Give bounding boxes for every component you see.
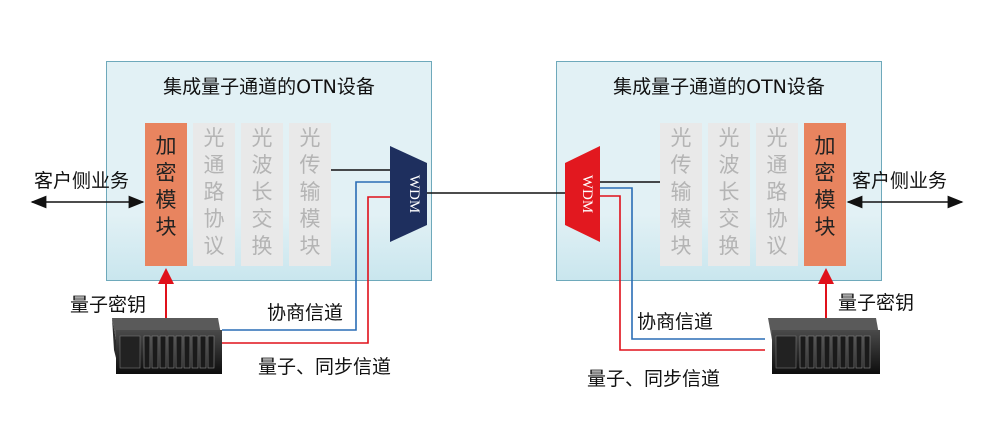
left-module-wavelength-switch: 光 波 长 交 换 bbox=[241, 123, 283, 266]
right-device-title: 集成量子通道的OTN设备 bbox=[613, 76, 825, 98]
left-quantum-server bbox=[112, 318, 222, 374]
right-module-optical-transport: 光 传 输 模 块 bbox=[660, 123, 702, 266]
right-quantum-sync-label: 量子、同步信道 bbox=[587, 368, 721, 390]
right-wdm: WDM bbox=[565, 146, 600, 242]
right-module-optical-path-protocol: 光 通 路 协 议 bbox=[756, 123, 798, 266]
right-client-service-label: 客户侧业务 bbox=[852, 170, 948, 192]
left-module-optical-transport: 光 传 输 模 块 bbox=[289, 123, 331, 266]
left-device-title: 集成量子通道的OTN设备 bbox=[163, 76, 375, 98]
left-negotiation-line bbox=[222, 181, 392, 331]
left-module-optical-path-protocol: 光 通 路 协 议 bbox=[193, 123, 235, 266]
right-wdm-label: WDM bbox=[579, 175, 595, 213]
left-wdm: WDM bbox=[390, 146, 427, 242]
left-quantum-line bbox=[222, 196, 392, 344]
right-encrypt-module: 加 密 模 块 bbox=[804, 123, 846, 266]
right-negotiation-label: 协商信道 bbox=[637, 311, 714, 333]
left-negotiation-label: 协商信道 bbox=[267, 302, 344, 324]
right-quantum-line bbox=[600, 195, 765, 351]
left-quantum-sync-label: 量子、同步信道 bbox=[258, 356, 392, 378]
right-quantum-key-label: 量子密钥 bbox=[838, 292, 915, 314]
left-client-service-label: 客户侧业务 bbox=[34, 170, 130, 192]
left-encrypt-module: 加 密 模 块 bbox=[145, 123, 187, 266]
right-module-wavelength-switch: 光 波 长 交 换 bbox=[708, 123, 750, 266]
left-quantum-key-label: 量子密钥 bbox=[70, 294, 147, 316]
right-negotiation-line bbox=[600, 187, 765, 340]
left-wdm-label: WDM bbox=[406, 175, 422, 213]
right-quantum-server bbox=[768, 318, 880, 374]
